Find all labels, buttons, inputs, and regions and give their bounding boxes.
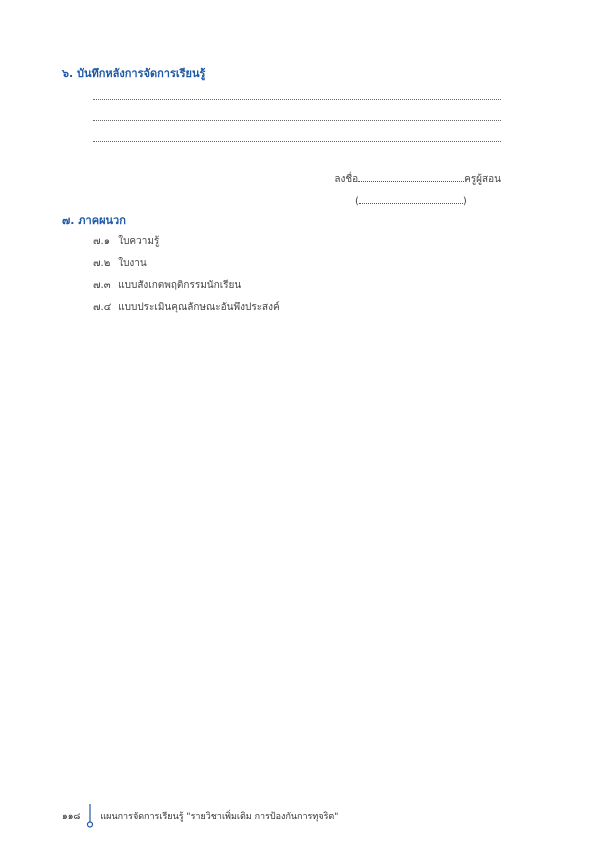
footer-marker-icon: [86, 804, 94, 828]
page-number: ๑๑๘: [62, 812, 81, 822]
appendix-item: ๗.๑ ใบความรู้: [93, 235, 280, 257]
page-footer: ๑๑๘ แผนการจัดการเรียนรู้ "รายวิชาเพิ่มเต…: [62, 804, 338, 828]
name-blank: [358, 202, 463, 204]
section6-heading: ๖. บันทึกหลังการจัดการเรียนรู้: [62, 67, 206, 80]
appendix-item-label: ใบความรู้: [118, 236, 160, 247]
appendix-item-number: ๗.๔: [93, 302, 112, 313]
appendix-item: ๗.๒ ใบงาน: [93, 257, 280, 279]
signature-name-line: (): [355, 197, 467, 207]
note-line-3: [93, 141, 501, 142]
appendix-item: ๗.๔ แบบประเมินคุณลักษณะอันพึงประสงค์: [93, 301, 280, 323]
appendix-item-number: ๗.๑: [93, 236, 111, 247]
appendix-item: ๗.๓ แบบสังเกตพฤติกรรมนักเรียน: [93, 279, 280, 301]
signature-blank: [358, 180, 465, 182]
section7-heading: ๗. ภาคผนวก: [62, 214, 126, 227]
appendix-item-label: ใบงาน: [118, 258, 147, 269]
appendix-item-label: แบบสังเกตพฤติกรรมนักเรียน: [118, 280, 242, 291]
footer-title: แผนการจัดการเรียนรู้ "รายวิชาเพิ่มเติม ก…: [100, 812, 339, 822]
signature-line: ลงชื่อ ครูผู้สอน: [300, 175, 501, 185]
signature-prefix: ลงชื่อ: [334, 174, 359, 185]
appendix-item-label: แบบประเมินคุณลักษณะอันพึงประสงค์: [118, 302, 280, 313]
name-close-paren: ): [462, 196, 467, 207]
note-line-2: [93, 120, 501, 121]
note-line-1: [93, 99, 501, 100]
name-open-paren: (: [355, 196, 359, 207]
appendix-item-number: ๗.๒: [93, 258, 111, 269]
appendix-item-number: ๗.๓: [93, 280, 111, 291]
signature-suffix: ครูผู้สอน: [464, 174, 501, 185]
appendix-list: ๗.๑ ใบความรู้ ๗.๒ ใบงาน ๗.๓ แบบสังเกตพฤต…: [93, 235, 280, 323]
